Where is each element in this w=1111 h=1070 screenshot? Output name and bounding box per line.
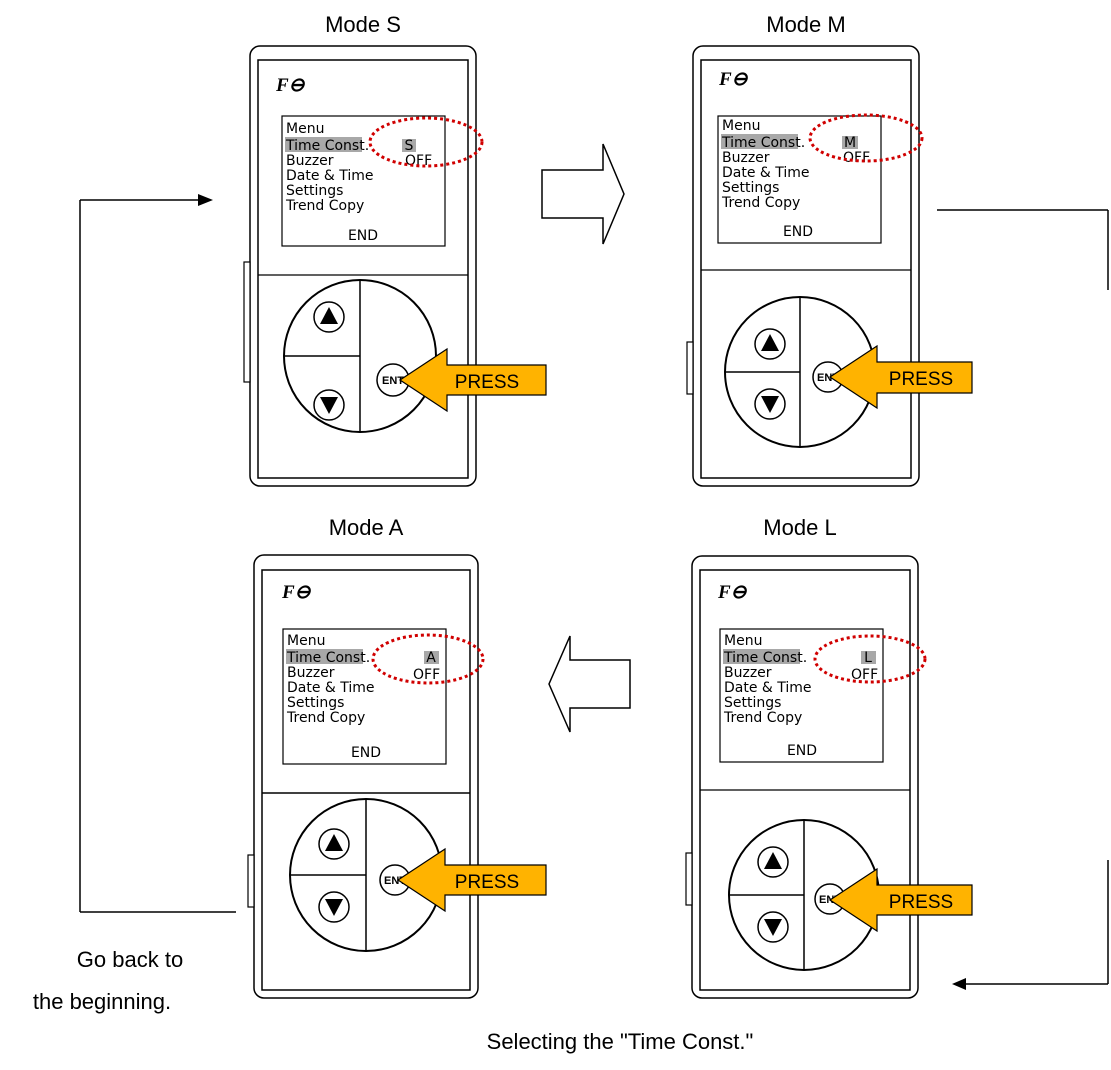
keypad: ENT [724, 296, 876, 448]
menu-item-buzzer: Buzzer [724, 665, 772, 681]
fe-logo-icon: F⊖ [717, 582, 748, 603]
menu-item-trend-copy: Trend Copy [285, 198, 364, 214]
time-const-value: S [405, 138, 414, 154]
menu-heading: Menu [286, 121, 324, 137]
menu-heading: Menu [287, 633, 325, 649]
press-label: PRESS [455, 872, 519, 893]
buzzer-value: OFF [413, 667, 440, 683]
go-back-note-line1: Go back to [77, 947, 183, 972]
buzzer-value: OFF [843, 150, 870, 166]
press-label: PRESS [889, 892, 953, 913]
keypad: ENT [289, 798, 443, 952]
menu-item-trend-copy: Trend Copy [721, 195, 800, 211]
time-const-value: A [426, 650, 436, 666]
highlight-ellipse [371, 633, 485, 685]
menu-end: END [348, 228, 378, 244]
device-title: Mode L [763, 515, 836, 540]
time-const-value: M [844, 135, 856, 151]
menu-item-time-const: Time Const. [721, 135, 805, 151]
menu-end: END [783, 224, 813, 240]
menu-item-date-time: Date & Time [287, 680, 375, 696]
highlight-ellipse [813, 634, 927, 684]
up-arrow-icon [325, 834, 343, 851]
time-const-value: L [864, 650, 872, 666]
flow-arrow-right-icon [541, 143, 625, 245]
press-label: PRESS [889, 369, 953, 390]
press-arrow: PRESS [396, 847, 547, 913]
menu-selection-highlight [723, 649, 800, 664]
flow-arrow-left-icon [548, 635, 631, 733]
fe-logo-icon: F⊖ [718, 69, 749, 90]
device-mode-a: Mode A F⊖ Menu Time Const. Buzzer Date &… [247, 515, 547, 999]
menu-item-settings: Settings [286, 183, 343, 199]
press-label: PRESS [455, 372, 519, 393]
press-arrow: PRESS [398, 347, 547, 413]
arrowhead-icon [952, 978, 966, 990]
go-back-note-line2: the beginning. [33, 989, 171, 1014]
keypad: ENT [283, 279, 437, 433]
up-arrow-icon [320, 307, 338, 324]
lcd-screen: Menu Time Const. Buzzer Date & Time Sett… [281, 115, 446, 247]
fe-logo-icon: F⊖ [281, 582, 312, 603]
down-arrow-icon [764, 919, 782, 936]
menu-item-buzzer: Buzzer [287, 665, 335, 681]
highlight-ellipse [808, 113, 924, 163]
lcd-screen: Menu Time Const. Buzzer Date & Time Sett… [282, 628, 447, 765]
menu-item-date-time: Date & Time [286, 168, 374, 184]
device-title: Mode S [325, 12, 401, 37]
menu-item-date-time: Date & Time [722, 165, 810, 181]
device-mode-s: Mode S F⊖ Menu Time Const. Buzzer Date &… [243, 12, 547, 487]
menu-heading: Menu [722, 118, 760, 134]
menu-item-time-const: Time Const. [285, 138, 369, 154]
buzzer-value: OFF [851, 667, 878, 683]
down-arrow-icon [761, 396, 779, 413]
device-title: Mode A [329, 515, 404, 540]
down-arrow-icon [320, 397, 338, 414]
menu-item-time-const: Time Const. [723, 650, 807, 666]
menu-item-settings: Settings [724, 695, 781, 711]
down-arrow-icon [325, 899, 343, 916]
press-arrow: PRESS [828, 867, 973, 933]
connector-a-to-s [79, 194, 236, 913]
connector-m-to-l [937, 209, 1109, 990]
menu-item-date-time: Date & Time [724, 680, 812, 696]
menu-end: END [351, 745, 381, 761]
up-arrow-icon [764, 852, 782, 869]
menu-selection-highlight [285, 137, 362, 152]
menu-item-trend-copy: Trend Copy [723, 710, 802, 726]
diagram-caption: Selecting the "Time Const." [487, 1029, 754, 1054]
menu-item-trend-copy: Trend Copy [286, 710, 365, 726]
lcd-screen: Menu Time Const. Buzzer Date & Time Sett… [719, 628, 884, 763]
menu-item-buzzer: Buzzer [286, 153, 334, 169]
up-arrow-icon [761, 334, 779, 351]
menu-heading: Menu [724, 633, 762, 649]
keypad: ENT [728, 819, 880, 971]
lcd-screen: Menu Time Const. Buzzer Date & Time Sett… [717, 115, 882, 244]
menu-item-settings: Settings [722, 180, 779, 196]
ent-label: ENT [382, 375, 404, 387]
menu-selection-highlight [721, 134, 798, 149]
highlight-ellipse [368, 116, 484, 168]
arrowhead-icon [198, 194, 213, 206]
press-arrow: PRESS [828, 344, 973, 410]
menu-item-time-const: Time Const. [286, 650, 370, 666]
menu-item-settings: Settings [287, 695, 344, 711]
fe-logo-icon: F⊖ [275, 75, 306, 96]
menu-item-buzzer: Buzzer [722, 150, 770, 166]
menu-end: END [787, 743, 817, 759]
device-title: Mode M [766, 12, 845, 37]
device-mode-l: Mode L F⊖ Menu Time Const. Buzzer Date &… [685, 515, 973, 999]
menu-selection-highlight [286, 649, 363, 664]
device-mode-m: Mode M F⊖ Menu Time Const. Buzzer Date &… [686, 12, 973, 487]
